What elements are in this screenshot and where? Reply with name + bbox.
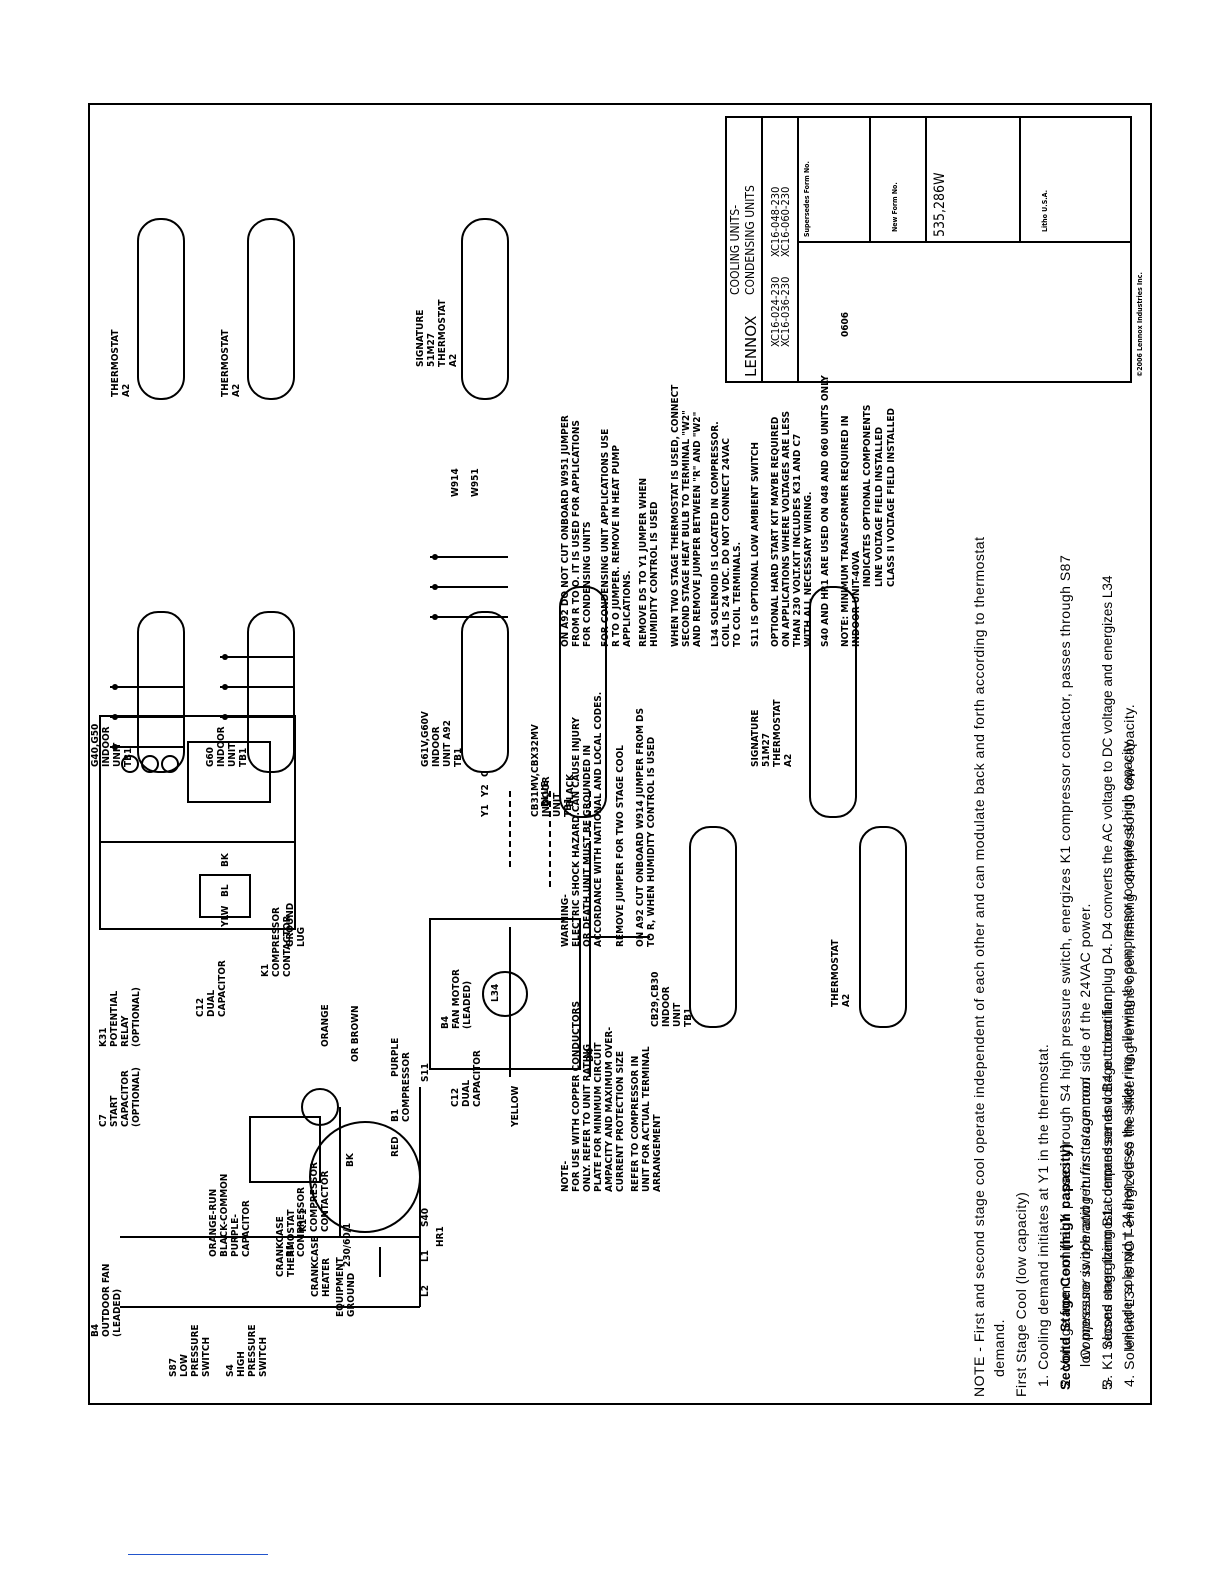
thermostat-cb31 — [809, 586, 857, 818]
terminal-strip-g40 — [137, 611, 185, 773]
narrative-note-line2: demand. — [991, 1319, 1007, 1377]
note-compressor-terminal: REFER TO COMPRESSOR IN UNIT FOR ACTUAL T… — [630, 1046, 663, 1192]
page-underline — [128, 1554, 268, 1555]
supersedes-label: Supersedes Form No. — [803, 161, 811, 237]
title-line2: CONDENSING UNITS — [743, 185, 757, 295]
narrative-note-line1: NOTE - First and second stage cool opera… — [971, 536, 987, 1397]
c7-label: C7 START CAPACITOR (OPTIONAL) — [98, 1067, 142, 1127]
rotated-sheet: LENNOX COOLING UNITS- CONDENSING UNITS X… — [90, 105, 1154, 1407]
s87-label: S87 LOW PRESSURE SWITCH — [168, 1324, 212, 1377]
s4-label: S4 HIGH PRESSURE SWITCH — [225, 1324, 269, 1377]
note-s40-hr1: S40 AND HR1 ARE USED ON 048 AND 060 UNIT… — [820, 375, 831, 647]
date-code: 0606 — [840, 311, 851, 337]
note-copper: NOTE- FOR USE WITH COPPER CONDUCTORS ONL… — [560, 1001, 626, 1192]
l34-label: L34 — [490, 983, 501, 1002]
k1-1-label: K1-1 COMPRESSOR CONTACTOR — [298, 1162, 331, 1232]
wire-y1: Y1 — [480, 804, 491, 817]
equipment-ground-label: EQUIPMENT GROUND — [335, 1257, 357, 1317]
b4-fan-motor-label: B4 FAN MOTOR (LEADED) — [440, 969, 473, 1029]
signature-thermostat-mid: SIGNATURE 51M27 THERMOSTAT A2 — [750, 699, 794, 767]
new-form-label: New Form No. — [891, 182, 899, 232]
warning-shock: WARNING- ELECTRIC SHOCK HAZARD.CAN CAUSE… — [560, 691, 604, 947]
step-4: 4. Solenoid L34 is NOT energized so the … — [1121, 703, 1137, 1387]
step-1: 1. Cooling demand initiates at Y1 in the… — [1035, 1043, 1051, 1387]
l1-label: L1 — [420, 1250, 431, 1262]
litho-label: Litho U.S.A. — [1041, 189, 1049, 232]
note-w951: ON A92 DO NOT CUT ONBOARD W951 JUMPER FR… — [560, 415, 593, 647]
wire-ylw-1: YLW — [220, 905, 231, 927]
form-number: 535,286W — [932, 172, 948, 237]
wire-colors-label: ORANGE-RUN BLACK-COMMON PURPLE- CAPACITO… — [208, 1173, 252, 1257]
model-2: XC16-036-230 — [779, 276, 792, 347]
g61-unit-label: G61V,G60V INDOOR UNIT A92 TB1 — [420, 711, 464, 767]
terminal-strip-cb31 — [559, 586, 607, 818]
wire-c: C — [480, 770, 491, 777]
ground-lug-label: GROUND LUG — [285, 902, 307, 947]
wire-bl-1: BL — [220, 884, 231, 897]
thermostat-a2-label-1: THERMOSTAT A2 — [110, 329, 132, 397]
legend-optional: INDICATES OPTIONAL COMPONENTS — [862, 404, 873, 587]
thermostat-g61 — [461, 218, 509, 400]
note-w914: ON A92 CUT ONBOARD W914 JUMPER FROM DS T… — [635, 708, 657, 947]
crankcase-heater-label: CRANKCASE HEATER — [310, 1236, 332, 1297]
jumper-w951: W951 — [470, 468, 481, 497]
c12-label: C12 DUAL CAPACITOR — [195, 960, 228, 1017]
signature-thermostat-top: SIGNATURE 51M27 THERMOSTAT A2 — [415, 299, 459, 367]
brand-label: LENNOX — [742, 315, 760, 377]
thermostat-a2-label-2: THERMOSTAT A2 — [220, 329, 242, 397]
legend-class-ii: CLASS II VOLTAGE FIELD INSTALLED — [886, 408, 897, 587]
wire-purple: PURPLE — [390, 1037, 401, 1077]
terminal-strip-g60 — [247, 611, 295, 773]
title-line1: COOLING UNITS- — [728, 204, 742, 295]
s11-label: S11 — [420, 1063, 431, 1082]
diagram-frame: LENNOX COOLING UNITS- CONDENSING UNITS X… — [88, 103, 1152, 1405]
copyright: ©2006 Lennox Industries Inc. — [1136, 272, 1144, 377]
step-2b: low pressure switch and returns to commo… — [1077, 903, 1093, 1367]
terminal-strip-cb29 — [689, 826, 737, 1028]
l2-label: L2 — [420, 1285, 431, 1297]
wire-or-brown: OR BROWN — [350, 1005, 361, 1062]
first-stage-heading: First Stage Cool (low capacity) — [1013, 1191, 1029, 1397]
model-4: XC16-060-230 — [779, 186, 792, 257]
hr1-label: HR1 — [435, 1226, 446, 1247]
legend-line-voltage: LINE VOLTAGE FIELD INSTALLED — [874, 426, 885, 587]
step-2a: 2. Voltage from terminal Y passes throug… — [1057, 554, 1073, 1387]
s40-label: S40 — [420, 1208, 431, 1227]
thermostat-g60 — [247, 218, 295, 400]
terminal-strip-g61 — [461, 611, 509, 773]
wire-orange: ORANGE — [320, 1004, 331, 1047]
crankcase-thermostat-label: CRANKCASE THERMOSTAT — [275, 1209, 297, 1277]
wire-yellow: YELLOW — [510, 1085, 521, 1127]
note-transformer: NOTE: MINIMUM TRANSFORMER REQUIRED IN IN… — [840, 415, 862, 647]
thermostat-a2-label-3: THERMOSTAT A2 — [830, 939, 852, 1007]
thermostat-cb29 — [859, 826, 907, 1028]
rectifier-d4 — [429, 918, 581, 1070]
jumper-w914: W914 — [450, 468, 461, 497]
note-ds-y1: REMOVE DS TO Y1 JUMPER WHEN HUMIDITY CON… — [638, 477, 660, 647]
thermostat-g40 — [137, 218, 185, 400]
wire-bk-1: BK — [220, 853, 231, 867]
title-block-box — [725, 116, 1132, 383]
note-remove-jumper: REMOVE JUMPER FOR TWO STAGE COOL — [615, 745, 626, 947]
note-hard-start: OPTIONAL HARD START KIT MAYBE REQUIRED O… — [770, 411, 814, 647]
note-r-to-o: FOR CONDENSING UNIT APPLICATIONS USE R T… — [600, 428, 633, 647]
c12-lower-label: C12 DUAL CAPACITOR — [450, 1050, 483, 1107]
wiring-diagram — [99, 116, 1132, 1308]
note-s11: S11 IS OPTIONAL LOW AMBIENT SWITCH — [750, 442, 761, 647]
cb29-unit-label: CB29,CB30 INDOOR UNIT TB1 — [650, 971, 694, 1027]
note-l34: L34 SOLENOID IS LOCATED IN COMPRESSOR. C… — [710, 421, 743, 647]
note-two-stage: WHEN TWO STAGE THERMOSTAT IS USED, CONNE… — [670, 384, 703, 647]
k31-label: K31 POTENTIAL RELAY (OPTIONAL) — [98, 987, 142, 1047]
step-3: 3. K1 closes energizing B1 compressor an… — [1099, 988, 1115, 1387]
wire-y2: Y2 — [480, 784, 491, 797]
wire-bk: BK — [345, 1153, 356, 1167]
b4-outdoor-fan-label: B4 OUTDOOR FAN (LEADED) — [90, 1263, 123, 1337]
wire-red: RED — [390, 1136, 401, 1157]
g40-unit-label: G40,G50 INDOOR UNIT TB1 — [90, 723, 134, 767]
g60-unit-label: G60 INDOOR UNIT TB1 — [205, 726, 249, 767]
